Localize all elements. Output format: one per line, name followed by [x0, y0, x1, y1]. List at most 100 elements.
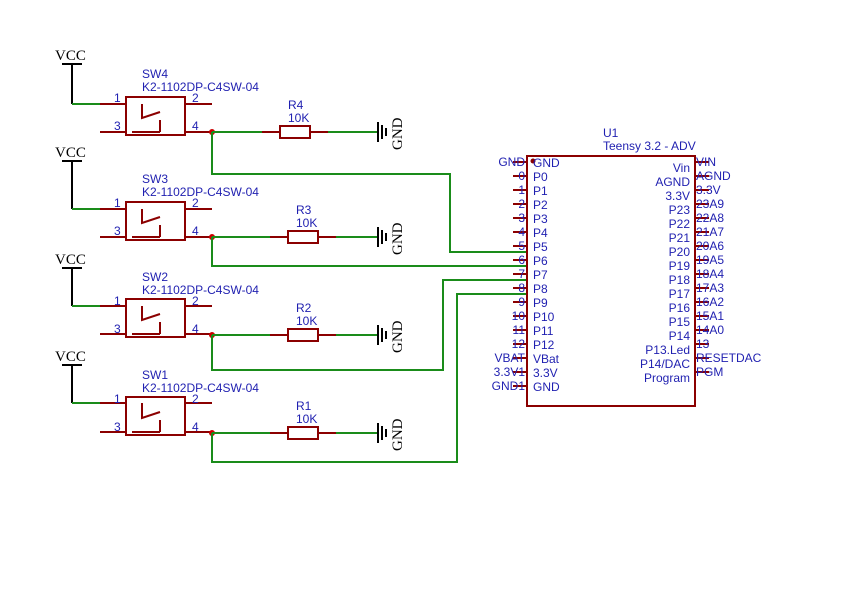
- wire: [211, 293, 527, 463]
- chip-pin-left[interactable]: 12 P12: [512, 337, 555, 352]
- channel-sw1: VCC SW1 K2-1102DP-C4SW-04 1 2 3 4 R1 10K: [55, 293, 527, 463]
- pin-name: P0: [533, 170, 548, 184]
- pin-number: 1: [518, 183, 525, 197]
- pin-number: VIN: [696, 155, 716, 169]
- channel-sw2: VCC SW2 K2-1102DP-C4SW-04 1 2 3 4 R2 10K: [55, 252, 527, 371]
- resistor-value: 10K: [296, 412, 317, 426]
- vcc-power-port: VCC: [55, 349, 86, 403]
- switch-ref: SW2: [142, 270, 168, 284]
- switch-pin-4: 4: [192, 322, 199, 336]
- switch[interactable]: SW1 K2-1102DP-C4SW-04 1 2 3 4: [100, 368, 259, 436]
- pin-name: P11: [533, 324, 554, 338]
- pin-number: 9: [518, 295, 525, 309]
- switch[interactable]: SW4 K2-1102DP-C4SW-04 1 2 3 4: [100, 67, 259, 136]
- chip-pin-right[interactable]: 15A1 P15: [669, 309, 725, 329]
- pin-number: VBAT: [495, 351, 526, 365]
- pin-number: 12: [512, 337, 526, 351]
- resistor[interactable]: R3 10K: [270, 203, 336, 244]
- pin-name: P14: [669, 329, 691, 343]
- pin-number: 8: [518, 281, 525, 295]
- chip-pin-right[interactable]: VIN Vin: [673, 155, 716, 175]
- pin-number: 5: [518, 239, 525, 253]
- switch-pin-2: 2: [192, 91, 199, 105]
- chip-value: Teensy 3.2 - ADV: [603, 139, 696, 153]
- resistor-ref: R2: [296, 301, 312, 315]
- pin-name: P8: [533, 282, 548, 296]
- wire: [211, 132, 527, 253]
- channel-sw4: VCC SW4 K2-1102DP-C4SW-04 1 2 3 4 R4: [55, 48, 527, 253]
- pin-name: P16: [669, 301, 691, 315]
- chip-pin-left[interactable]: 8 P8: [513, 281, 548, 296]
- resistor[interactable]: R1 10K: [270, 399, 336, 440]
- switch-value: K2-1102DP-C4SW-04: [142, 381, 259, 395]
- gnd-label: GND: [390, 320, 406, 353]
- pin-name: AGND: [655, 175, 690, 189]
- gnd-power-port: GND: [377, 320, 406, 353]
- wire: [211, 279, 527, 371]
- gnd-label: GND: [390, 418, 406, 451]
- vcc-label: VCC: [55, 48, 86, 64]
- chip-pin-left[interactable]: 3.3V1 3.3V: [494, 365, 558, 380]
- chip-pin-right[interactable]: 16A2 P16: [669, 295, 725, 315]
- switch-pin-1: 1: [114, 91, 121, 105]
- resistor[interactable]: R2 10K: [270, 301, 336, 342]
- pin-name: P7: [533, 268, 548, 282]
- pin-name: P18: [669, 273, 691, 287]
- pin-number: 14A0: [696, 323, 724, 337]
- switch-value: K2-1102DP-C4SW-04: [142, 283, 259, 297]
- channel-sw3: VCC SW3 K2-1102DP-C4SW-04 1 2 3 4 R3 10K: [55, 145, 527, 267]
- chip-pin-right[interactable]: 3.3V3.3V: [665, 183, 720, 203]
- switch[interactable]: SW2 K2-1102DP-C4SW-04 1 2 3 4: [100, 270, 259, 338]
- chip-pin-right[interactable]: 14A0 P14: [669, 323, 725, 343]
- switch-pin-3: 3: [114, 420, 121, 434]
- switch-pin-4: 4: [192, 420, 199, 434]
- resistor-value: 10K: [288, 111, 309, 125]
- pin-name: P12: [533, 338, 555, 352]
- switch-ref: SW3: [142, 172, 168, 186]
- switch-pin-2: 2: [192, 294, 199, 308]
- gnd-power-port: GND: [377, 222, 406, 255]
- switch-pin-4: 4: [192, 224, 199, 238]
- pin-number: 11: [513, 323, 526, 337]
- pin-number: 15A1: [696, 309, 724, 323]
- wire: [211, 237, 527, 267]
- pin-name: GND: [533, 156, 560, 170]
- vcc-power-port: VCC: [55, 48, 86, 104]
- pin-name: Vin: [673, 161, 690, 175]
- vcc-label: VCC: [55, 145, 86, 161]
- pin-number: 3.3V1: [494, 365, 526, 379]
- chip-pin-left[interactable]: 11 P11: [513, 323, 554, 338]
- pin-name: 3.3V: [533, 366, 558, 380]
- pin-name: P3: [533, 212, 548, 226]
- pin-name: P20: [669, 245, 691, 259]
- switch[interactable]: SW3 K2-1102DP-C4SW-04 1 2 3 4: [100, 172, 259, 241]
- resistor[interactable]: R4 10K: [262, 98, 328, 139]
- pin-name: P15: [669, 315, 691, 329]
- pin-number: 16A2: [696, 295, 724, 309]
